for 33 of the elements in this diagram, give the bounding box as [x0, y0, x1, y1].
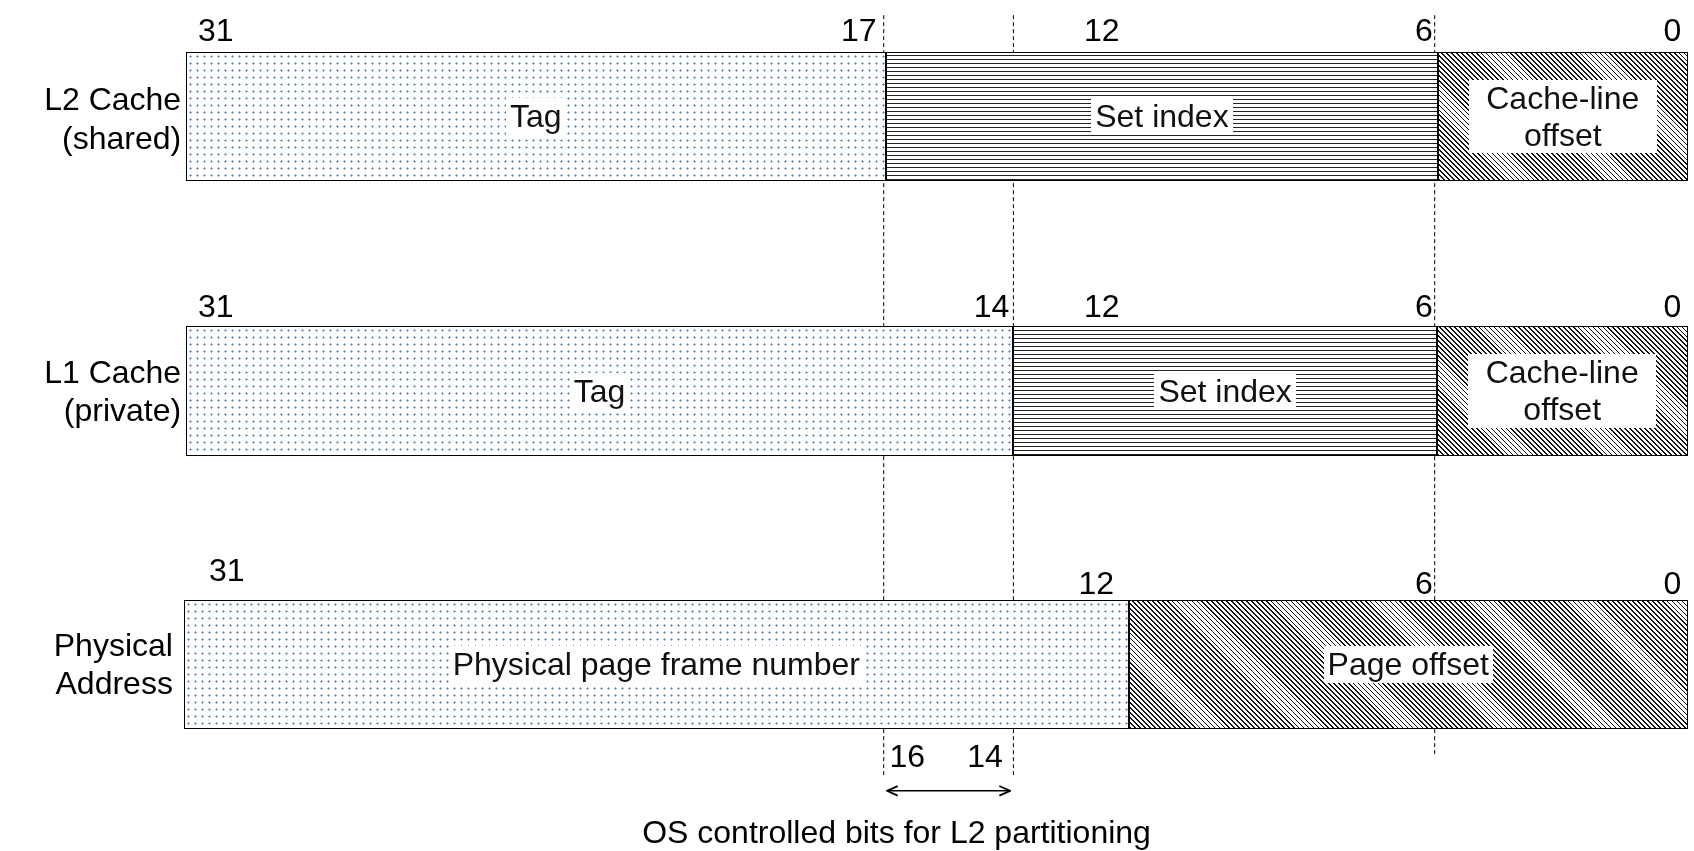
field-label: Tag: [506, 98, 566, 136]
bit-number: 6: [1414, 564, 1433, 603]
row-label: L2 Cache (shared): [43, 80, 182, 158]
caption-text: OS controlled bits for L2 partitioning: [642, 812, 1151, 851]
bit-number: 31: [198, 286, 234, 326]
bit-number: 6: [1414, 11, 1433, 50]
bit-field: [1128, 599, 1688, 730]
bit-number: 12: [1078, 564, 1115, 603]
field-label: Cache-line offset: [1468, 79, 1657, 154]
bit-field: [185, 51, 886, 182]
bit-number: 12: [1083, 11, 1120, 50]
bit-number: 17: [840, 11, 877, 50]
field-label: Page offset: [1323, 646, 1493, 683]
bit-number: 12: [1083, 286, 1120, 326]
row-label: Physical Address: [52, 625, 173, 703]
bit-number: 0: [1663, 286, 1682, 326]
row-label: L1 Cache (private): [43, 352, 182, 430]
bit-field: [885, 51, 1438, 182]
bit-field: [1013, 326, 1437, 456]
bit-number: 14: [973, 286, 1010, 326]
bit-number: 0: [1663, 564, 1682, 603]
bit-number: 6: [1414, 286, 1433, 326]
bit-number: 0: [1663, 11, 1682, 50]
field-label: Set index: [1154, 372, 1296, 410]
bit-number: 16: [889, 737, 926, 776]
field-label: Cache-line offset: [1468, 354, 1657, 428]
bit-field: [1436, 326, 1688, 456]
bit-number: 31: [208, 551, 245, 590]
bit-field: [1437, 51, 1688, 182]
bit-field: [185, 326, 1014, 456]
bit-number: 14: [967, 737, 1003, 776]
bit-field: [183, 599, 1129, 730]
bit-number: 31: [198, 11, 234, 50]
